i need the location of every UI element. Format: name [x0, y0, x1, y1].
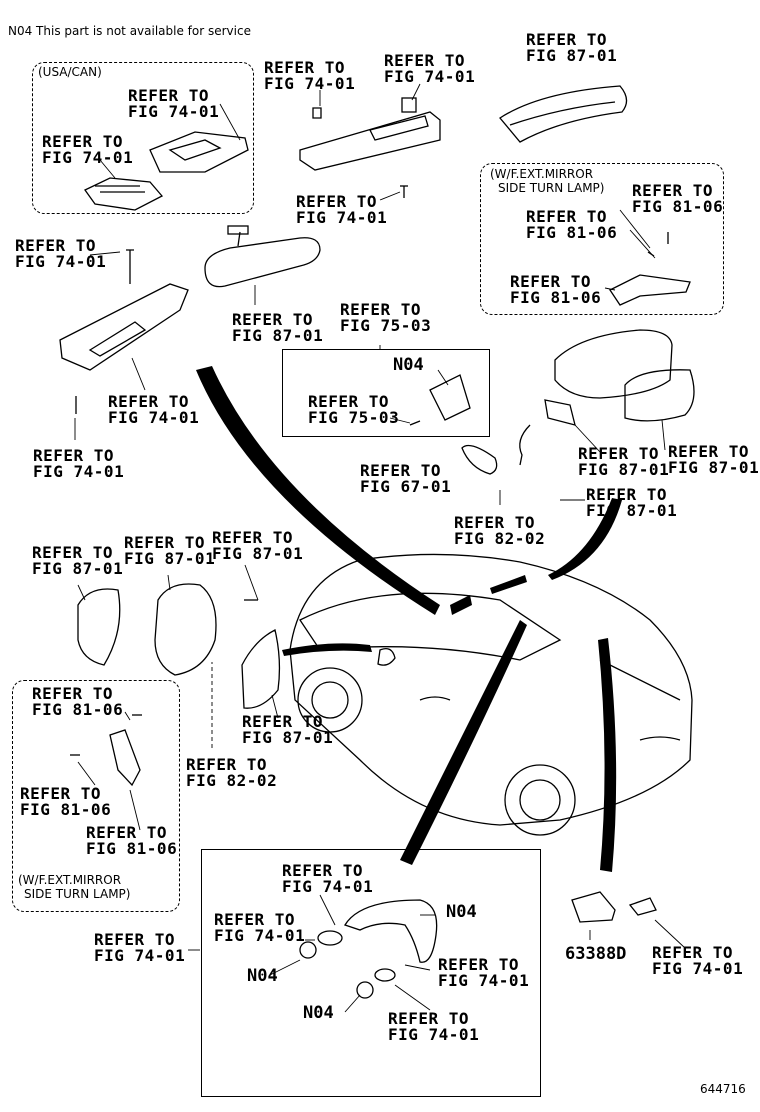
pointer-swoosh-mirror — [548, 498, 622, 580]
group-label-mirror-lamp-top-1: (W/F.EXT.MIRROR — [490, 167, 594, 181]
pointer-swoosh-visor — [196, 366, 440, 615]
group-label-mirror-lamp-bottom-1: (W/F.EXT.MIRROR — [18, 873, 122, 887]
group-box-assist-grip — [201, 849, 541, 1097]
door-handle-cover-illustration — [461, 444, 498, 475]
inner-rear-view-mirror-illustration — [204, 225, 321, 288]
code-n04-clip[interactable]: N04 — [247, 966, 278, 986]
assist-grip-illustration — [299, 899, 438, 999]
sun-visor-right-illustration — [299, 97, 441, 198]
pointer-swoosh-roof — [598, 638, 617, 872]
header-note: N04 This part is not available for servi… — [8, 24, 251, 38]
group-box-inner-mirror — [282, 349, 490, 437]
code-n04-clip-2[interactable]: N04 — [303, 1003, 334, 1023]
mirror-bracket-illustration — [409, 374, 471, 426]
group-box-mirror-lamp-top — [480, 163, 724, 315]
code-n04-grip[interactable]: N04 — [446, 902, 477, 922]
code-n04-bracket[interactable]: N04 — [393, 355, 424, 375]
group-box-mirror-lamp-bottom — [12, 680, 180, 912]
outer-mirror-left-illustration — [77, 583, 281, 709]
map-lamp-illustration — [84, 131, 249, 211]
group-label-usa-can: (USA/CAN) — [38, 65, 102, 79]
group-label-mirror-lamp-bottom-2: SIDE TURN LAMP) — [24, 887, 131, 901]
side-turn-lamp-bottom-illustration — [70, 714, 142, 787]
sensor-63388d-illustration — [571, 891, 657, 923]
pointer-swoosh-grip — [400, 620, 527, 865]
outer-mirror-cover-top-illustration — [499, 85, 628, 143]
code-63388d[interactable]: 63388D — [565, 944, 627, 964]
side-turn-lamp-top-illustration — [609, 232, 691, 306]
pointer-swoosh-left-mirror — [282, 643, 372, 656]
sun-visor-left-illustration — [59, 249, 189, 414]
diagram-id: 644716 — [700, 1082, 746, 1096]
group-label-mirror-lamp-top-2: SIDE TURN LAMP) — [498, 181, 605, 195]
group-box-usa-can — [32, 62, 254, 214]
